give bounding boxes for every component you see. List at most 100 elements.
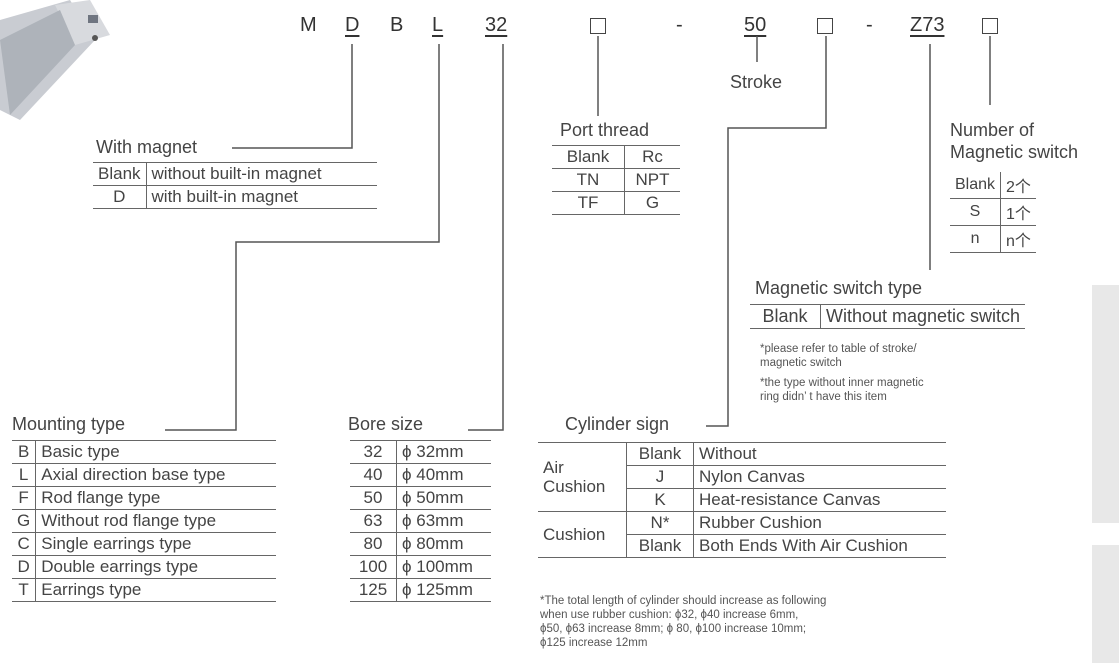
mounting-desc: Rod flange type	[36, 487, 277, 510]
bore-code: 100	[350, 556, 397, 579]
cylinder-group1a: Air	[543, 458, 564, 477]
cylinder-note3: ϕ50, ϕ63 increase 8mm; ϕ 80, ϕ100 increa…	[540, 622, 806, 636]
bore-title: Bore size	[348, 414, 423, 435]
cylinder-desc: Without	[694, 443, 947, 466]
mounting-code: T	[12, 579, 36, 602]
mounting-code: G	[12, 510, 36, 533]
bore-val: ϕ 32mm	[397, 441, 492, 464]
cylinder-desc: Heat-resistance Canvas	[694, 489, 947, 512]
mounting-desc: Axial direction base type	[36, 464, 277, 487]
mounting-desc: Earrings type	[36, 579, 277, 602]
mounting-title: Mounting type	[12, 414, 125, 435]
cylinder-note4: ϕ125 increase 12mm	[540, 636, 647, 650]
switch-type-note2a: *the type without inner magnetic	[760, 376, 924, 390]
port-title: Port thread	[560, 120, 649, 141]
switch-count-title2: Magnetic switch	[950, 142, 1078, 163]
switch-count-val: 1个	[1001, 199, 1036, 226]
port-code: TN	[552, 169, 625, 192]
switch-count-code: S	[950, 199, 1001, 226]
switch-count-code: n	[950, 226, 1001, 253]
cylinder-code: J	[627, 466, 694, 489]
port-val: Rc	[625, 146, 681, 169]
port-val: G	[625, 192, 681, 215]
port-code: TF	[552, 192, 625, 215]
bore-val: ϕ 80mm	[397, 533, 492, 556]
cylinder-code: Blank	[627, 443, 694, 466]
switch-type-note1b: magnetic switch	[760, 356, 842, 370]
magnet-desc: without built-in magnet	[146, 163, 377, 186]
bore-code: 50	[350, 487, 397, 510]
mounting-code: C	[12, 533, 36, 556]
switch-count-val: 2个	[1001, 172, 1036, 199]
magnet-code: Blank	[93, 163, 146, 186]
magnet-code: D	[93, 186, 146, 209]
cylinder-group-cushion: Cushion	[538, 512, 627, 558]
magnet-title: With magnet	[96, 137, 197, 158]
magnet-desc: with built-in magnet	[146, 186, 377, 209]
switch-type-code: Blank	[750, 305, 821, 329]
mounting-desc: Double earrings type	[36, 556, 277, 579]
switch-type-note1a: *please refer to table of stroke/	[760, 342, 917, 356]
bore-code: 80	[350, 533, 397, 556]
table-row: nn个	[950, 226, 1036, 253]
switch-type-note2b: ring didn’ t have this item	[760, 390, 887, 404]
mounting-code: F	[12, 487, 36, 510]
cylinder-desc: Nylon Canvas	[694, 466, 947, 489]
cylinder-title: Cylinder sign	[565, 414, 669, 435]
mounting-code: B	[12, 441, 36, 464]
switch-type-table: BlankWithout magnetic switch	[750, 304, 1025, 329]
table-row: Cushion N* Rubber Cushion	[538, 512, 946, 535]
mounting-desc: Without rod flange type	[36, 510, 277, 533]
cylinder-desc: Both Ends With Air Cushion	[694, 535, 947, 558]
bore-val: ϕ 40mm	[397, 464, 492, 487]
mounting-code: D	[12, 556, 36, 579]
cylinder-group1b: Cushion	[543, 477, 605, 496]
bore-val: ϕ 100mm	[397, 556, 492, 579]
cylinder-note1: *The total length of cylinder should inc…	[540, 594, 826, 608]
bore-code: 40	[350, 464, 397, 487]
switch-count-code: Blank	[950, 172, 1001, 199]
cylinder-desc: Rubber Cushion	[694, 512, 947, 535]
side-panel	[1092, 285, 1119, 523]
switch-type-desc: Without magnetic switch	[821, 305, 1026, 329]
mounting-desc: Single earrings type	[36, 533, 277, 556]
switch-type-title: Magnetic switch type	[755, 278, 922, 299]
port-code: Blank	[552, 146, 625, 169]
cylinder-code: N*	[627, 512, 694, 535]
bore-val: ϕ 63mm	[397, 510, 492, 533]
switch-count-title1: Number of	[950, 120, 1034, 141]
bore-code: 32	[350, 441, 397, 464]
mounting-code: L	[12, 464, 36, 487]
cylinder-code: K	[627, 489, 694, 512]
cylinder-code: Blank	[627, 535, 694, 558]
bore-val: ϕ 125mm	[397, 579, 492, 602]
port-val: NPT	[625, 169, 681, 192]
bore-code: 63	[350, 510, 397, 533]
